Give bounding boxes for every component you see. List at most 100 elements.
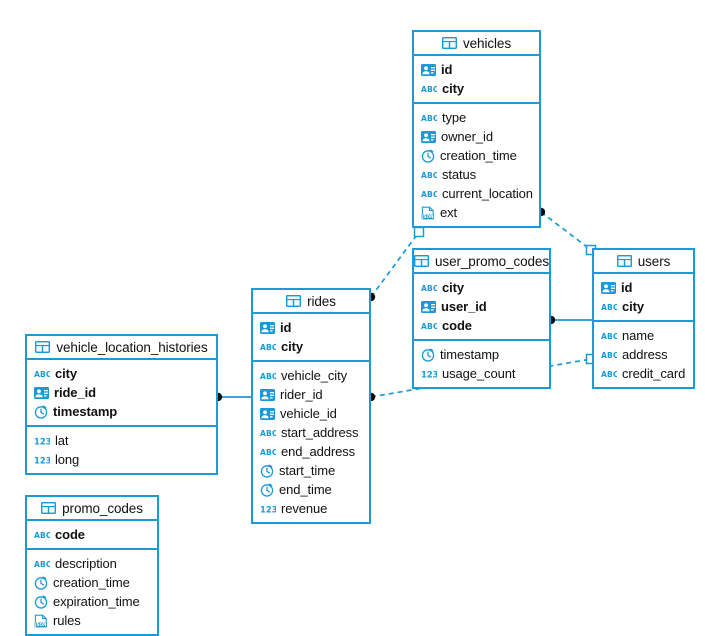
field-name-label: start_time	[279, 463, 336, 478]
field-name-label: type	[442, 110, 467, 125]
svg-text:123: 123	[34, 436, 50, 446]
field-row-creation_time[interactable]: creation_time	[27, 573, 157, 592]
field-row-owner_id[interactable]: owner_id	[414, 127, 539, 146]
field-name-label: city	[281, 339, 304, 354]
field-row-code[interactable]: ABC code	[27, 525, 157, 544]
svg-text:ABC: ABC	[260, 372, 276, 381]
field-name-label: city	[442, 280, 465, 295]
field-row-rider_id[interactable]: rider_id	[253, 385, 369, 404]
field-name-label: name	[622, 328, 655, 343]
field-name-label: lat	[55, 433, 69, 448]
field-name-label: revenue	[281, 501, 328, 516]
svg-text:JSON: JSON	[421, 214, 434, 219]
entity-name-label: rides	[307, 293, 336, 309]
abc-icon: ABC	[421, 282, 437, 294]
abc-icon: ABC	[421, 169, 437, 181]
key-id-icon	[601, 281, 616, 294]
field-name-label: timestamp	[440, 347, 500, 362]
table-icon	[35, 341, 51, 353]
relationship-rel-vlh-rides[interactable]	[213, 392, 251, 402]
svg-text:ABC: ABC	[421, 114, 437, 123]
abc-icon: ABC	[601, 301, 617, 313]
key-id-icon	[421, 63, 436, 76]
table-icon	[442, 37, 457, 49]
number-icon: 123	[260, 503, 276, 515]
field-name-label: code	[55, 527, 85, 542]
field-row-timestamp[interactable]: timestamp	[414, 345, 549, 364]
table-icon	[41, 502, 57, 514]
field-row-ride_id[interactable]: ride_id	[27, 383, 216, 402]
entity-title-vehicles: vehicles	[414, 32, 539, 56]
field-row-expiration_time[interactable]: expiration_time	[27, 592, 157, 611]
field-name-label: usage_count	[442, 366, 516, 381]
svg-text:ABC: ABC	[34, 531, 50, 540]
clock-icon	[421, 348, 435, 362]
clock-icon	[260, 483, 274, 497]
field-name-label: address	[622, 347, 668, 362]
field-row-long[interactable]: 123 long	[27, 450, 216, 469]
relationship-rel-upc-users[interactable]	[546, 315, 592, 325]
abc-icon: ABC	[260, 341, 276, 353]
field-row-lat[interactable]: 123 lat	[27, 431, 216, 450]
json-icon: JSON	[421, 206, 435, 220]
key-id-icon	[260, 388, 275, 401]
field-row-id[interactable]: id	[414, 60, 539, 79]
field-name-label: long	[55, 452, 80, 467]
field-name-label: end_time	[279, 482, 332, 497]
entity-name-label: promo_codes	[62, 500, 143, 516]
field-row-creation_time[interactable]: creation_time	[414, 146, 539, 165]
field-row-type[interactable]: ABC type	[414, 108, 539, 127]
field-row-start_time[interactable]: start_time	[253, 461, 369, 480]
field-row-timestamp[interactable]: timestamp	[27, 402, 216, 421]
field-name-label: start_address	[281, 425, 359, 440]
field-name-label: id	[280, 320, 292, 335]
field-name-label: end_address	[281, 444, 356, 459]
field-row-city[interactable]: ABC city	[253, 337, 369, 356]
abc-icon: ABC	[421, 83, 437, 95]
field-row-id[interactable]: id	[253, 318, 369, 337]
svg-text:ABC: ABC	[260, 343, 276, 352]
svg-text:123: 123	[34, 455, 50, 465]
field-row-user_id[interactable]: user_id	[414, 297, 549, 316]
field-name-label: id	[621, 280, 633, 295]
field-row-id[interactable]: id	[594, 278, 693, 297]
table-icon	[414, 255, 430, 267]
field-row-city[interactable]: ABC city	[414, 278, 549, 297]
field-row-vehicle_id[interactable]: vehicle_id	[253, 404, 369, 423]
svg-text:ABC: ABC	[601, 332, 617, 341]
field-name-label: creation_time	[440, 148, 517, 163]
entity-name-label: users	[637, 253, 671, 269]
field-row-end_time[interactable]: end_time	[253, 480, 369, 499]
entity-title-users: users	[594, 250, 693, 274]
key-id-icon	[421, 130, 436, 143]
table-icon	[616, 255, 632, 267]
json-icon: JSON	[34, 614, 48, 628]
field-row-revenue[interactable]: 123 revenue	[253, 499, 369, 518]
field-name-label: credit_card	[622, 366, 686, 381]
field-row-name[interactable]: ABC name	[594, 326, 693, 345]
